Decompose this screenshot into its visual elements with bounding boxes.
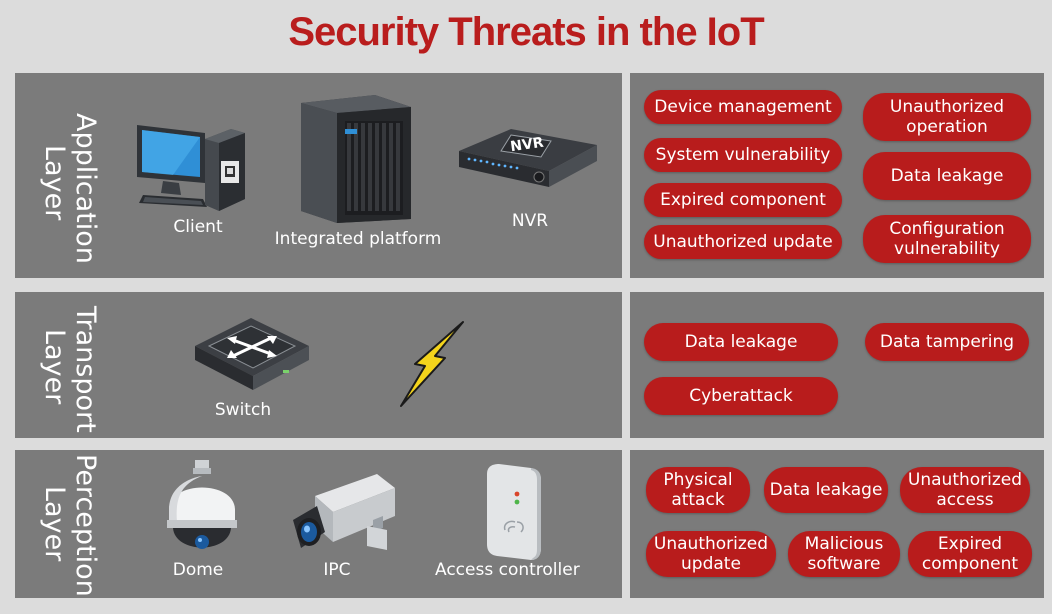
ipc-camera-icon (293, 474, 395, 550)
threat-expired-component-perception: Expired component (908, 531, 1032, 577)
transport-layer-threats-panel: Data leakage Data tampering Cyberattack (630, 292, 1044, 438)
application-layer-label: Application Layer (39, 113, 101, 264)
switch-icon (195, 318, 309, 390)
perception-layer-label: Perception Layer (39, 454, 101, 597)
threat-data-tampering: Data tampering (865, 323, 1029, 361)
nvr-label: NVR (511, 211, 549, 231)
threat-data-leakage-transport: Data leakage (644, 323, 838, 361)
ipc-label: IPC (323, 560, 351, 580)
nvr-icon (459, 129, 597, 187)
threat-data-leakage: Data leakage (863, 152, 1031, 200)
threat-unauthorized-access: Unauthorized access (900, 467, 1030, 513)
threat-expired-component: Expired component (644, 183, 842, 217)
transport-layer-label: Transport Layer (39, 306, 101, 433)
client-pc-icon (137, 125, 245, 211)
threat-unauthorized-update: Unauthorized update (644, 225, 842, 259)
perception-layer-threats-panel: Physical attack Data leakage Unauthorize… (630, 450, 1044, 598)
threat-physical-attack: Physical attack (646, 467, 750, 513)
page-title: Security Threats in the IoT (288, 10, 764, 54)
threat-unauthorized-operation: Unauthorized operation (863, 93, 1031, 141)
switch-label: Switch (214, 400, 272, 420)
threat-malicious-software: Malicious software (788, 531, 900, 577)
integrated-platform-label: Integrated platform (274, 229, 442, 249)
lightning-icon (400, 321, 464, 407)
dome-label: Dome (172, 560, 224, 580)
integrated-platform-icon (301, 95, 411, 223)
threat-device-management: Device management (644, 90, 842, 124)
access-controller-label: Access controller (435, 560, 580, 580)
threat-data-leakage-perception: Data leakage (764, 467, 888, 513)
dome-camera-icon (167, 460, 237, 549)
client-label: Client (173, 217, 223, 237)
application-layer-threats-panel: Device management Unauthorized operation… (630, 73, 1044, 278)
threat-configuration-vulnerability: Configuration vulnerability (863, 215, 1031, 263)
transport-layer-devices-panel: Transport Layer Switch (15, 292, 622, 438)
threat-unauthorized-update-perception: Unauthorized update (646, 531, 776, 577)
perception-layer-devices-panel: Perception Layer Dome IPC Ac (15, 450, 622, 598)
threat-system-vulnerability: System vulnerability (644, 138, 842, 172)
access-controller-icon (487, 464, 541, 560)
application-layer-devices-panel: Application Layer Client Integrated plat… (15, 73, 622, 278)
threat-cyberattack: Cyberattack (644, 377, 838, 415)
